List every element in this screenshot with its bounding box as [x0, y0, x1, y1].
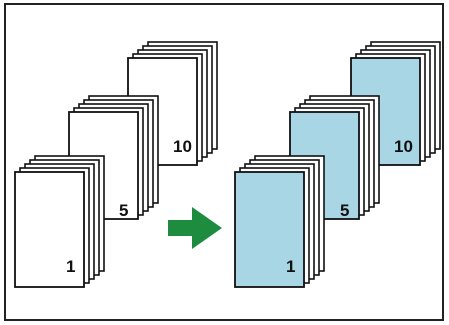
before-stack-1-label: 1: [66, 257, 75, 276]
before-stack-10-label: 10: [173, 137, 192, 156]
after-stack-1-front-sheet: [234, 171, 305, 288]
after-stack-10-label: 10: [394, 137, 413, 156]
before-stack-5-label: 5: [119, 201, 128, 220]
after-group: 10 5 1: [234, 41, 441, 288]
before-stack-1-front-sheet: [14, 171, 85, 288]
right-arrow-icon: [168, 207, 222, 249]
after-stack-1: 1: [234, 155, 325, 288]
before-stack-1: 1: [14, 155, 105, 288]
before-group: 10 5 1: [14, 41, 218, 288]
after-stack-1-label: 1: [286, 257, 295, 276]
after-stack-5-label: 5: [340, 201, 349, 220]
